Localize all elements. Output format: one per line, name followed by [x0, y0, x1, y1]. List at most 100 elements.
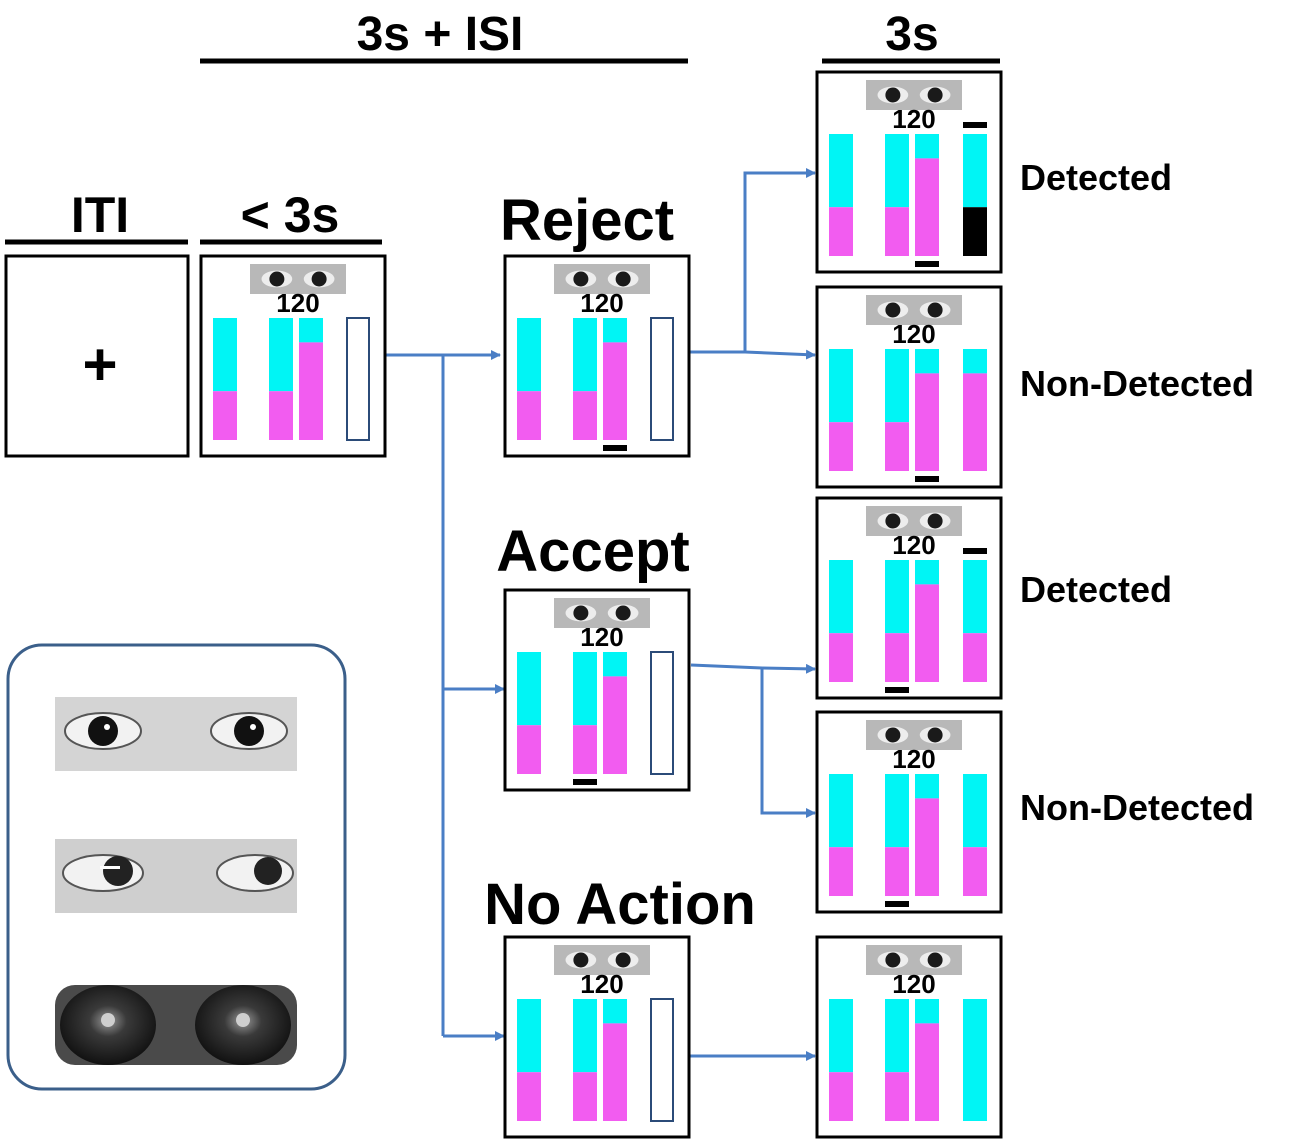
reject-screen-bar4-empty [650, 317, 674, 441]
no-action-outcome-screen-bar3-magenta [915, 1023, 939, 1121]
iti-screen [4, 254, 190, 458]
reject-nondetected-screen-offer-value: 120 [892, 319, 935, 349]
accept-nondetected-screen: 120 [815, 710, 1003, 914]
label-no-action: No Action [484, 872, 756, 937]
reject-nondetected-screen-bar1-cyan [829, 349, 853, 423]
offer-screen-eyes-photo-icon [250, 264, 346, 294]
no-action-screen-bar4-empty [650, 998, 674, 1122]
reject-detected-screen-bar2-magenta [885, 207, 909, 256]
accept-detected-screen-bar1-magenta [829, 633, 853, 682]
offer-screen-bar3-cyan [299, 318, 323, 343]
accept-nondetected-screen-bar1-magenta [829, 847, 853, 896]
accept-detected-screen-marker-1 [963, 548, 987, 554]
no-action-outcome-screen-bar2-magenta [885, 1072, 909, 1121]
reject-detected-screen-marker-0 [915, 261, 939, 267]
flow-arrows [384, 168, 816, 1061]
reject-screen-bar3-cyan [603, 318, 627, 343]
no-action-screen-bar1-magenta [517, 1072, 541, 1121]
accept-nondetected-screen-bar4-magenta [963, 847, 987, 896]
accept-screen-eyes-photo-icon [554, 598, 650, 628]
accept-detected-screen-bar4-cyan [963, 560, 987, 634]
offer-screen-bar2-cyan [269, 318, 293, 392]
offer-screen-offer-value: 120 [276, 288, 319, 318]
accept-nondetected-screen-bar2-cyan [885, 774, 909, 848]
no-action-outcome-screen-bar4-cyan [963, 999, 987, 1121]
no-action-screen: 120 [503, 935, 691, 1139]
no-action-outcome-screen-bar2-cyan [885, 999, 909, 1073]
accept-screen-bar1-cyan [517, 652, 541, 726]
reject-screen-bar2-magenta [573, 391, 597, 440]
label-accept: Accept [496, 519, 689, 584]
offer-screen-bar1-magenta [213, 391, 237, 440]
no-action-outcome-screen-eyes-photo-icon [866, 945, 962, 975]
offer-screen-bar3-magenta [299, 342, 323, 440]
accept-nondetected-screen-bar1-cyan [829, 774, 853, 848]
offer-screen: 120 [199, 254, 387, 458]
accept-detected-screen-bar2-magenta [885, 633, 909, 682]
no-action-outcome-screen-bar1-magenta [829, 1072, 853, 1121]
reject-detected-screen-bar1-cyan [829, 134, 853, 208]
header-3s: 3s [885, 8, 938, 61]
accept-detected-screen-bar2-cyan [885, 560, 909, 634]
accept-screen-offer-value: 120 [580, 622, 623, 652]
reject-detected-screen-marker-1 [963, 122, 987, 128]
no-action-screen-offer-value: 120 [580, 969, 623, 999]
header-isi: 3s + ISI [357, 8, 524, 61]
reject-detected-screen-bar2-cyan [885, 134, 909, 208]
no-action-screen-bar3-magenta [603, 1023, 627, 1121]
accept-detected-screen-eyes-photo-icon [866, 506, 962, 536]
reject-screen-bar2-cyan [573, 318, 597, 392]
label-accept-detected: Detected [1020, 569, 1172, 610]
arrow-to-accept-detected [761, 663, 816, 674]
eyes-direct-gaze-icon [55, 697, 297, 771]
accept-screen: 120 [503, 588, 691, 792]
reject-nondetected-screen-bar4-cyan [963, 349, 987, 374]
reject-nondetected-screen-bar2-magenta [885, 422, 909, 471]
arrow-to-reject-detected [743, 168, 816, 352]
offer-screen-bar2-magenta [269, 391, 293, 440]
no-action-outcome-screen-offer-value: 120 [892, 969, 935, 999]
reject-nondetected-screen-bar1-magenta [829, 422, 853, 471]
accept-detected-screen-bar4-magenta [963, 633, 987, 682]
reject-detected-screen-offer-value: 120 [892, 104, 935, 134]
accept-detected-screen-bar3-magenta [915, 584, 939, 682]
reject-nondetected-screen-marker-0 [915, 476, 939, 482]
reject-detected-screen-eyes-photo-icon [866, 80, 962, 110]
label-reject-nondetected: Non-Detected [1020, 363, 1254, 404]
accept-screen-bar2-cyan [573, 652, 597, 726]
eyes-averted-gaze-icon [55, 839, 297, 913]
reject-nondetected-screen-bar3-magenta [915, 373, 939, 471]
no-action-outcome-screen-bar1-cyan [829, 999, 853, 1073]
accept-screen-bar4-empty [650, 651, 674, 775]
reject-screen-bar1-magenta [517, 391, 541, 440]
reject-nondetected-screen: 120 [815, 285, 1003, 489]
label-accept-nondetected: Non-Detected [1020, 787, 1254, 828]
accept-screen-bar1-magenta [517, 725, 541, 774]
no-action-outcome-screen: 120 [815, 935, 1003, 1139]
reject-detected-screen-bar4-black [963, 207, 987, 256]
accept-detected-screen-marker-0 [885, 687, 909, 693]
offer-screen-bar4-empty [346, 317, 370, 441]
accept-screen-bar2-magenta [573, 725, 597, 774]
accept-nondetected-screen-bar3-cyan [915, 774, 939, 799]
arrow-to-accept-nondetected [760, 668, 816, 818]
reject-nondetected-screen-bar2-cyan [885, 349, 909, 423]
reject-detected-screen-bar3-cyan [915, 134, 939, 159]
reject-screen-eyes-photo-icon [554, 264, 650, 294]
offer-screen-bar1-cyan [213, 318, 237, 392]
reject-screen-marker-0 [603, 445, 627, 451]
goggles-icon [55, 985, 297, 1065]
reject-screen-bar1-cyan [517, 318, 541, 392]
reject-screen-bar3-magenta [603, 342, 627, 440]
label-reject: Reject [500, 188, 674, 253]
reject-detected-screen-bar1-magenta [829, 207, 853, 256]
no-action-screen-bar1-cyan [517, 999, 541, 1073]
arrow-accept-out [690, 663, 763, 670]
reject-detected-screen-bar4-cyan [963, 134, 987, 208]
reject-nondetected-screen-bar3-cyan [915, 349, 939, 374]
no-action-screen-bar3-cyan [603, 999, 627, 1024]
accept-detected-screen-offer-value: 120 [892, 530, 935, 560]
reject-nondetected-screen-eyes-photo-icon [866, 295, 962, 325]
accept-nondetected-screen-bar2-magenta [885, 847, 909, 896]
